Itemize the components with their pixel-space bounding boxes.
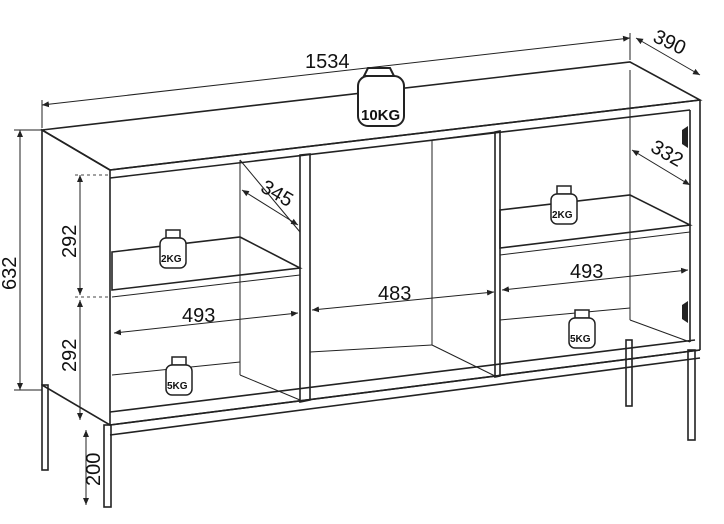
weight-icon-left-bottom: 5KG [165, 356, 193, 396]
upper-compartment-height-label: 292 [59, 225, 81, 258]
right-shelf [499, 194, 693, 249]
hinge-icon [682, 126, 688, 148]
width-label: 1534 [305, 51, 350, 73]
weight-icon-left-shelf: 2KG [159, 229, 187, 269]
hinge-icons [682, 126, 688, 323]
left-width-label: 493 [182, 305, 215, 327]
lower-compartment-height-label: 292 [59, 339, 81, 372]
height-label: 632 [0, 257, 21, 290]
right-shelf-weight-label: 2KG [552, 210, 573, 221]
divider-left [299, 153, 311, 403]
left-shelf-weight-label: 2KG [161, 254, 182, 265]
top-weight-label: 10KG [361, 107, 400, 124]
dimension-lines [14, 33, 701, 505]
weight-icon-right-shelf: 2KG [550, 185, 578, 225]
middle-width-label: 483 [378, 283, 411, 305]
left-bottom-weight-label: 5KG [167, 381, 188, 392]
right-bottom-weight-label: 5KG [570, 334, 591, 345]
divider-right [494, 130, 501, 378]
hinge-icon [682, 301, 688, 323]
left-shelf [111, 236, 303, 291]
right-width-label: 493 [570, 261, 603, 283]
weight-icon-right-bottom: 5KG [568, 309, 596, 349]
left-side [41, 128, 111, 427]
legs [41, 339, 696, 508]
leg-height-label: 200 [83, 453, 105, 486]
depth-label: 390 [650, 26, 690, 60]
weight-icon-top: 10KG [357, 67, 405, 127]
right-shelf-depth-label: 332 [647, 136, 687, 172]
left-shelf-depth-label: 345 [257, 176, 297, 212]
